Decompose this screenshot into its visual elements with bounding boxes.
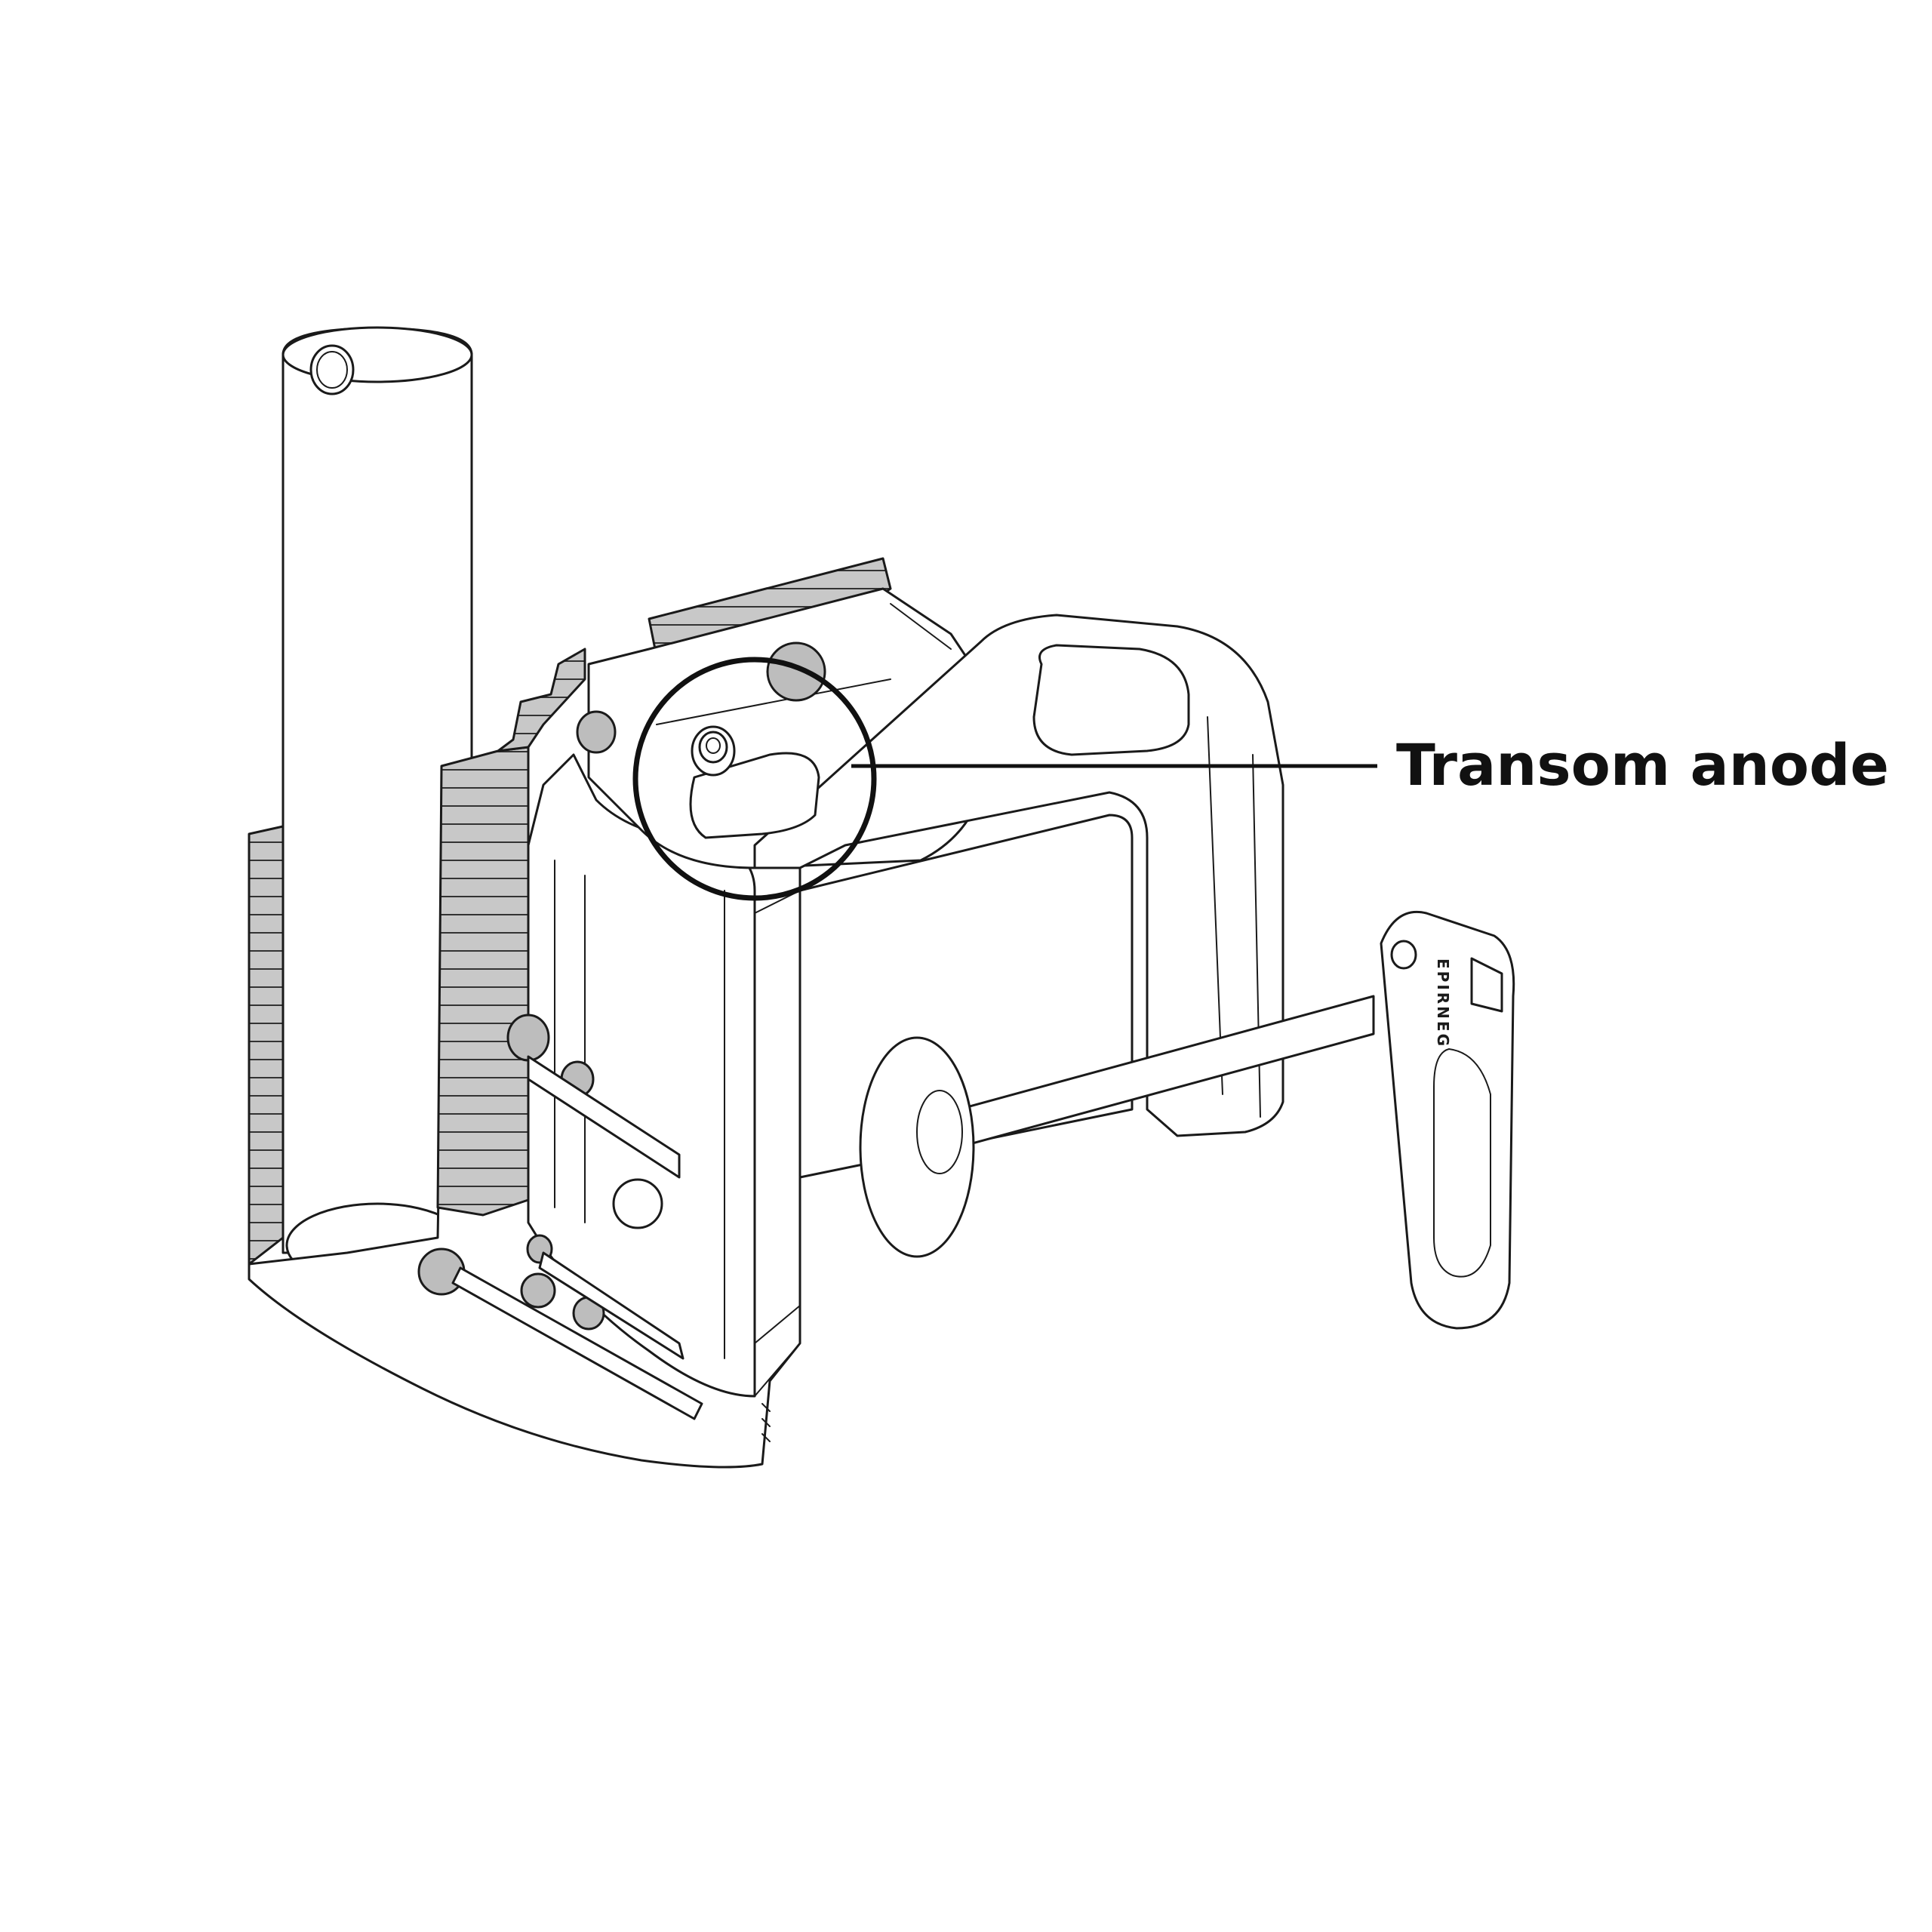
bracket-bolts [417, 641, 826, 1420]
transom-anode [689, 725, 820, 839]
clamp-screw [859, 995, 1375, 1258]
brand-mark-text: EPIRNEG [1434, 958, 1452, 1048]
clamp-handle: EPIRNEG [1380, 910, 1515, 1330]
bracket-body [248, 648, 801, 1469]
callout-label: Transom anode [1396, 731, 1889, 798]
callout-circle [632, 657, 877, 901]
left-hatched-plate [248, 825, 285, 1266]
